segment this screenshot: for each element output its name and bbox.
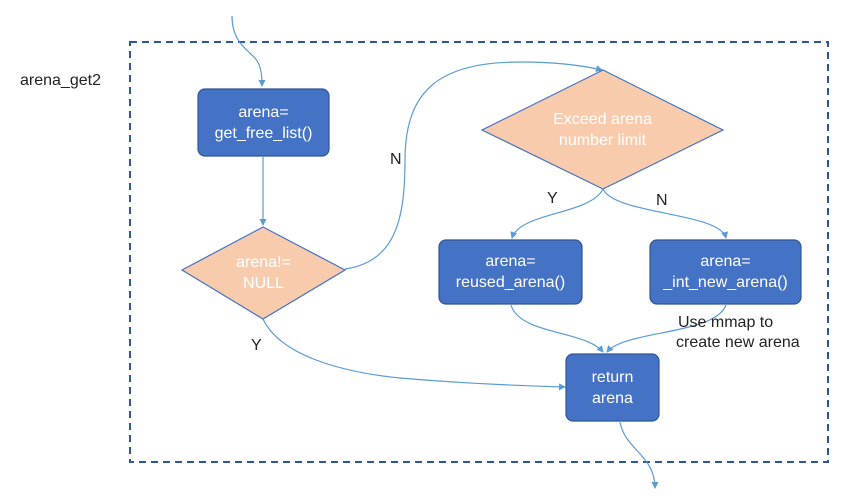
node-arena-not-null <box>180 226 347 320</box>
edge-entry <box>231 15 266 87</box>
function-title: arena_get2 <box>20 72 101 89</box>
edge-not-null-no <box>344 61 603 270</box>
node-return-arena <box>565 353 660 422</box>
node-int-new-arena <box>649 239 802 305</box>
edge-label-not-null-no: N <box>390 151 402 168</box>
annotation-mmap-line2: create new arena <box>676 334 800 351</box>
edge-label-exceed-no: N <box>656 192 668 209</box>
edge-exceed-yes <box>510 188 604 239</box>
edge-exit <box>619 421 659 489</box>
edge-not-null-yes <box>262 318 566 391</box>
edge-new-arena-to-return <box>606 304 727 353</box>
edge-exceed-no <box>602 188 729 239</box>
edge-label-not-null-yes: Y <box>251 337 262 354</box>
node-get-free-list <box>197 88 330 157</box>
annotation-mmap-line1: Use mmap to <box>678 314 774 331</box>
function-boundary <box>129 41 829 463</box>
node-exceed-limit <box>480 69 725 190</box>
node-reused-arena <box>438 239 583 305</box>
edge-reused-to-return <box>510 304 604 353</box>
edge-label-exceed-yes: Y <box>547 190 558 207</box>
